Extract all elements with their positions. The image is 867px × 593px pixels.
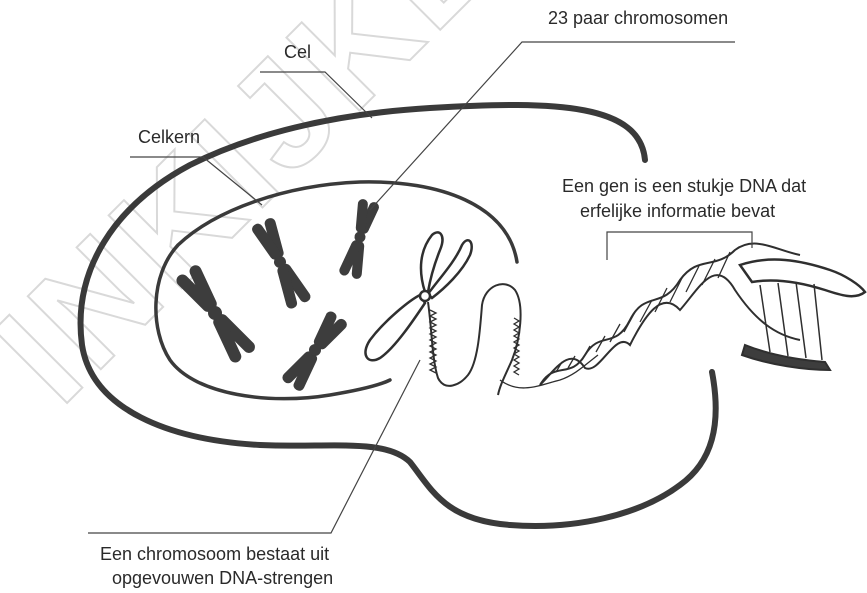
- gene-bracket: [607, 232, 752, 260]
- label-chromosome-line-1: Een chromosoom bestaat uit: [100, 544, 329, 564]
- chromosome-4: [279, 308, 350, 394]
- label-gene-line-2: erfelijke informatie bevat: [580, 201, 775, 221]
- label-nucleus: Celkern: [138, 127, 200, 147]
- dna-helix: [540, 244, 865, 385]
- label-chromosome-line-2: opgevouwen DNA-strengen: [112, 568, 333, 588]
- label-cell: Cel: [284, 42, 311, 62]
- label-23-pairs: 23 paar chromosomen: [548, 8, 728, 28]
- chromosome-3: [337, 197, 381, 281]
- label-gene-line-1: Een gen is een stukje DNA dat: [562, 176, 806, 196]
